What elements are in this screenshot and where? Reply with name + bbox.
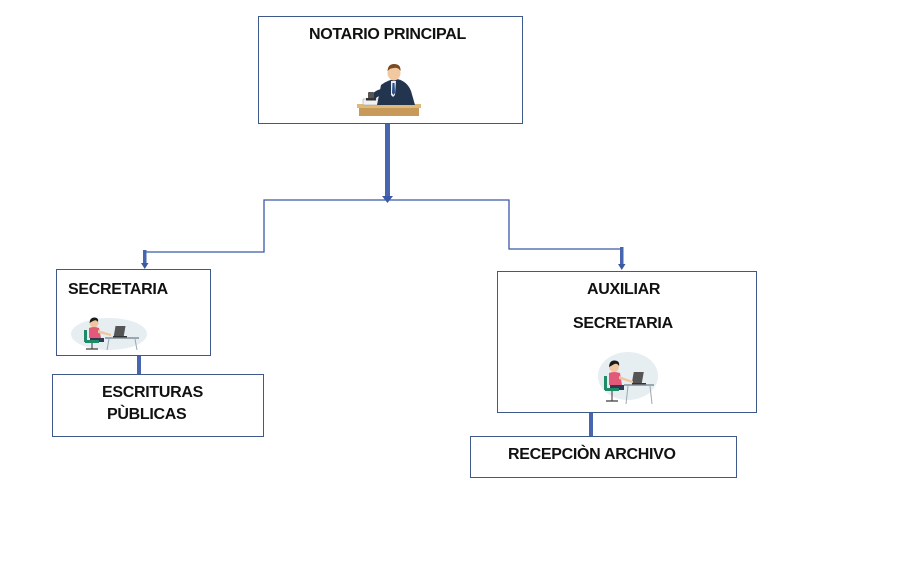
secretary-arm	[98, 330, 111, 336]
node-notario-principal: NOTARIO PRINCIPAL	[258, 16, 523, 124]
connector-right-drop	[620, 247, 624, 266]
aux-arm	[619, 376, 633, 383]
aux-laptop-screen	[631, 372, 644, 383]
node-secretaria: SECRETARIA	[56, 269, 211, 356]
node-escrituras-line2: PÙBLICAS	[107, 406, 187, 423]
aux-laptop-base	[632, 383, 646, 385]
secretary-chair-seat	[85, 340, 99, 343]
secretary-chair-back	[84, 330, 87, 342]
aux-desk	[624, 384, 654, 386]
notary-at-desk-icon	[357, 64, 421, 116]
notary-stamp	[368, 92, 374, 99]
notary-desk	[359, 107, 419, 116]
secretary-laptop-screen	[113, 326, 126, 336]
notary-desk-top	[357, 104, 421, 108]
aux-hair	[609, 360, 620, 367]
connector-auxiliar-recepcion	[589, 412, 593, 437]
node-secretaria-title: SECRETARIA	[68, 281, 168, 298]
aux-body	[609, 372, 622, 385]
notary-arm	[371, 89, 385, 99]
aux-legs	[610, 385, 624, 390]
notary-stamp-base	[366, 98, 376, 101]
notary-tie	[392, 83, 395, 95]
secretary-body	[89, 327, 101, 338]
secretary-laptop-base	[113, 336, 127, 338]
node-auxiliar-secretaria: AUXILIAR SECRETARIA	[497, 271, 757, 413]
aux-chair-back	[604, 376, 607, 390]
aux-desk-leg1	[625, 385, 629, 405]
node-notario-title: NOTARIO PRINCIPAL	[309, 26, 466, 43]
node-auxiliar-line1: AUXILIAR	[587, 281, 661, 298]
notary-suit	[377, 79, 415, 105]
secretary-desk	[105, 337, 139, 339]
notary-face	[387, 65, 401, 81]
node-escrituras-publicas: ESCRITURAS PÙBLICAS	[52, 374, 264, 437]
connector-left-drop	[143, 250, 147, 265]
connector-branch-right	[387, 199, 622, 250]
secretary-at-computer-icon	[598, 352, 658, 405]
secretary-desk-leg1	[106, 338, 110, 351]
connector-secretaria-escrituras	[137, 355, 141, 375]
node-escrituras-line1: ESCRITURAS	[102, 384, 204, 401]
connector-left-arrowhead	[141, 263, 149, 269]
connector-branch-left	[145, 199, 387, 253]
node-recepcion-title: RECEPCIÒN ARCHIVO	[508, 446, 676, 463]
aux-desk-leg2	[649, 385, 653, 405]
notary-hair	[387, 64, 401, 71]
secretary-at-computer-icon	[71, 317, 147, 351]
secretary-desk-leg2	[134, 338, 138, 351]
connector-notario-trunk	[385, 124, 390, 198]
node-recepcion-archivo: RECEPCIÒN ARCHIVO	[470, 436, 737, 478]
secretary-hair	[89, 317, 99, 323]
node-auxiliar-line2: SECRETARIA	[573, 315, 673, 332]
connector-right-arrowhead	[618, 264, 626, 270]
aux-chair-seat	[605, 388, 619, 391]
